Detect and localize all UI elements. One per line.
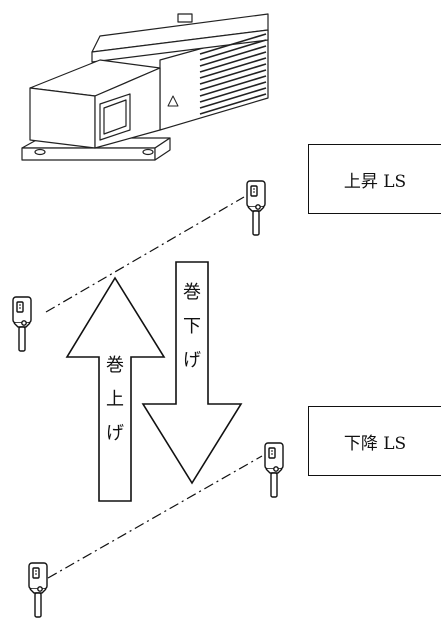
lower-sensor-left [28,562,48,618]
up-arrow [65,276,166,502]
up-arrow-label: 巻 上 げ [100,349,130,451]
up-arrow-char-3: げ [106,423,124,444]
hoist-cooling-ribs [199,33,267,115]
down-arrow-label: 巻 下 げ [177,276,207,378]
up-arrow-char-1: 巻 [106,355,124,376]
upper-beam-line [45,196,245,313]
upper-limit-switch-label: 上昇 LS [308,144,441,214]
lower-sensor-right [264,442,284,498]
lower-limit-switch-label: 下降 LS [308,406,441,476]
down-arrow-char-2: 下 [183,316,201,337]
down-arrow-char-3: げ [183,350,201,371]
lower-beam-line [47,455,263,579]
sensor-beam-lines [45,196,263,579]
down-arrow-char-1: 巻 [183,282,201,303]
down-arrow [141,261,243,485]
up-arrow-char-2: 上 [106,389,124,410]
lower-limit-switch-text: 下降 LS [343,433,407,454]
upper-sensor-right [246,180,266,236]
upper-limit-switch-text: 上昇 LS [343,171,407,192]
upper-sensor-left [12,296,32,352]
